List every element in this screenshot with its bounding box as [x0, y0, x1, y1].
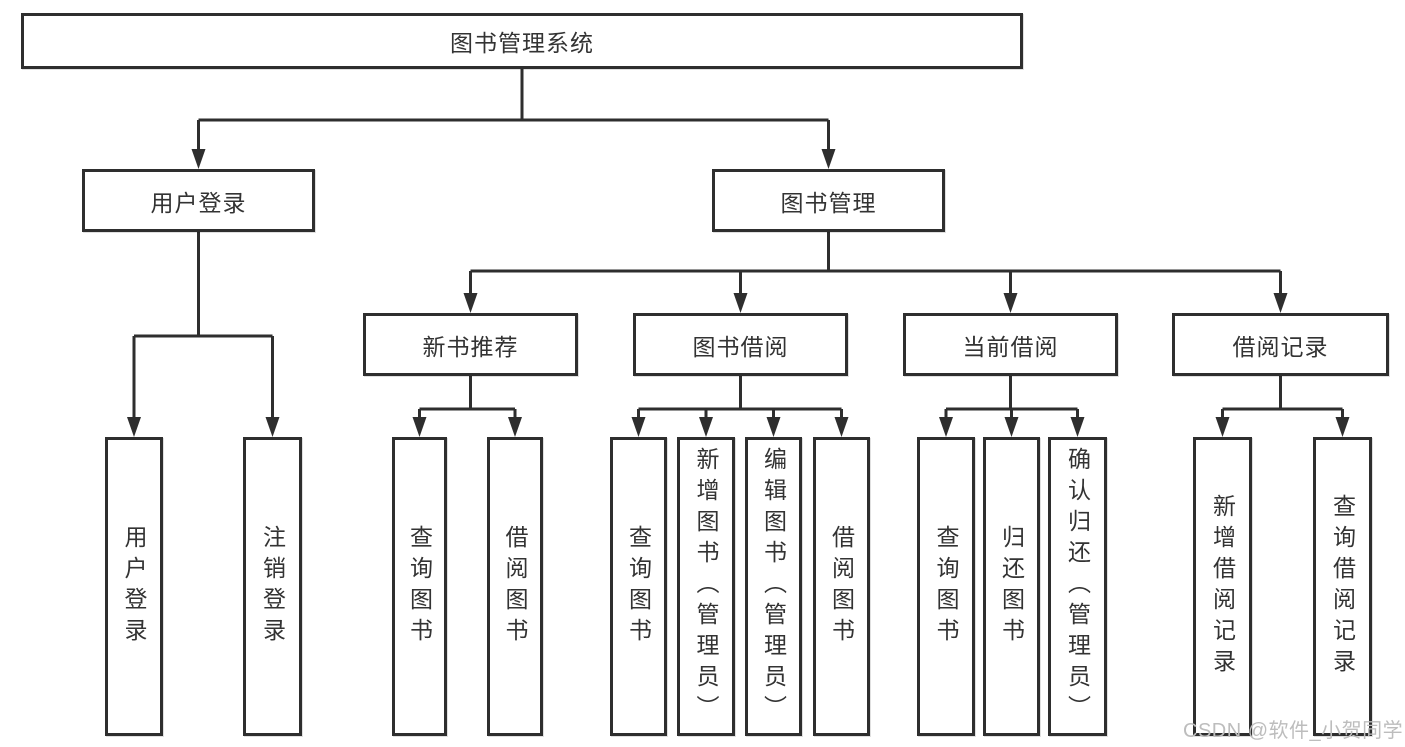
arrowheads [127, 149, 1350, 437]
node-leaf-query-book-recommend: 查询图书 [392, 437, 447, 736]
node-leaf-user-login: 用户登录 [105, 437, 163, 736]
node-leaf-add-borrow-record: 新增借阅记录 [1193, 437, 1252, 736]
node-branch-user-login: 用户登录 [82, 169, 315, 232]
node-leaf-confirm-return-admin: 确认归还（管理员） [1048, 437, 1107, 736]
node-leaf-edit-book-admin: 编辑图书（管理员） [745, 437, 802, 736]
node-leaf-query-borrow-record: 查询借阅记录 [1313, 437, 1372, 736]
node-leaf-logout: 注销登录 [243, 437, 302, 736]
node-leaf-add-book-admin: 新增图书（管理员） [677, 437, 735, 736]
node-leaf-return-book: 归还图书 [983, 437, 1040, 736]
node-section-new-book-recommend: 新书推荐 [363, 313, 578, 376]
node-leaf-borrow-book-recommend: 借阅图书 [487, 437, 543, 736]
node-leaf-query-book-current: 查询图书 [917, 437, 975, 736]
node-root-library-management-system: 图书管理系统 [21, 13, 1023, 69]
node-leaf-borrow-book: 借阅图书 [813, 437, 870, 736]
node-section-current-borrow: 当前借阅 [903, 313, 1118, 376]
node-section-borrow-record: 借阅记录 [1172, 313, 1389, 376]
node-leaf-query-book-borrow: 查询图书 [610, 437, 667, 736]
csdn-watermark: CSDN @软件_小贺同学 [1183, 720, 1404, 742]
node-section-book-borrow: 图书借阅 [633, 313, 848, 376]
node-branch-book-management: 图书管理 [712, 169, 945, 232]
